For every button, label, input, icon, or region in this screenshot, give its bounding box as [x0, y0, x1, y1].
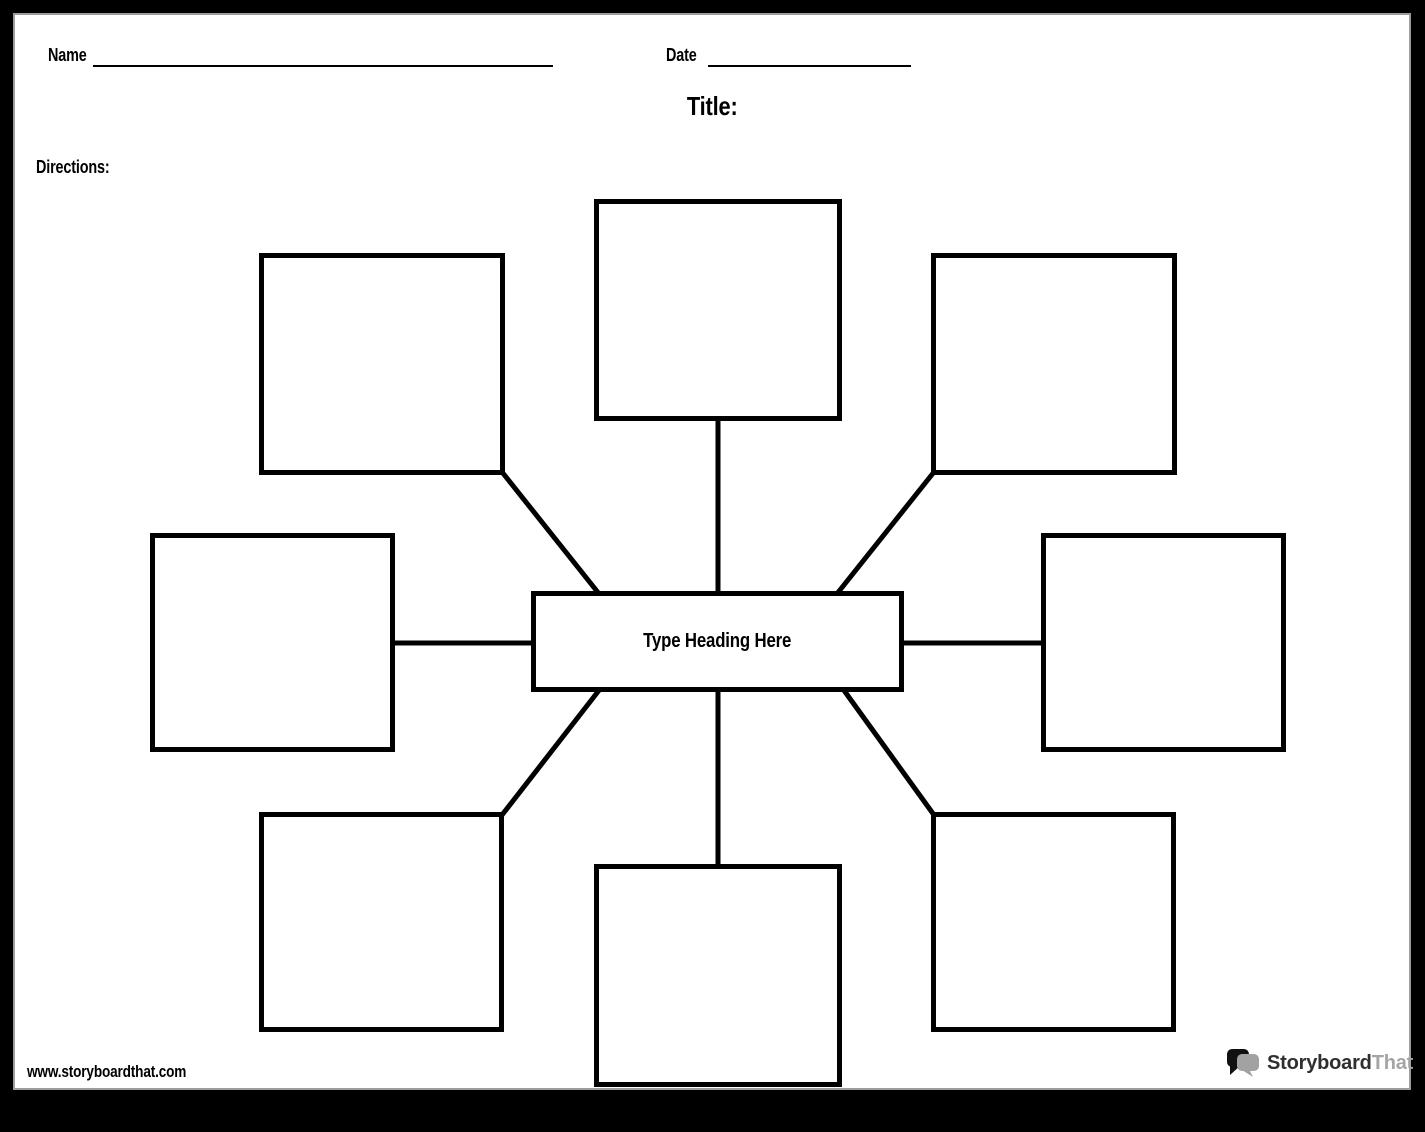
connector-line-top-left [500, 470, 602, 597]
storyboardthat-logo[interactable]: StoryboardThat [1226, 1047, 1413, 1079]
node-box-bottom-right[interactable] [931, 812, 1176, 1032]
node-box-bottom-left[interactable] [259, 812, 504, 1032]
connector-line-bottom-right [840, 687, 937, 817]
logo-text-primary: Storyboard [1267, 1051, 1372, 1074]
node-box-mid-left[interactable] [150, 533, 395, 752]
node-box-top-center[interactable] [594, 199, 842, 421]
logo-text-secondary: That [1371, 1051, 1414, 1074]
name-write-line [93, 65, 553, 67]
node-box-top-right[interactable] [931, 253, 1177, 475]
connector-line-top-right [834, 470, 936, 597]
website-url: www.storyboardthat.com [27, 1062, 187, 1081]
center-heading-box[interactable]: Type Heading Here [531, 591, 904, 692]
logo-text: StoryboardThat [1267, 1052, 1413, 1075]
date-write-line [708, 65, 911, 67]
node-box-bottom-center[interactable] [594, 864, 842, 1087]
name-label: Name [48, 45, 87, 65]
connector-line-bottom-left [500, 687, 602, 817]
node-box-top-left[interactable] [259, 253, 505, 475]
title-label: Title: [686, 91, 738, 121]
speech-bubbles-icon [1227, 1049, 1259, 1077]
center-heading-placeholder: Type Heading Here [643, 630, 792, 652]
node-box-mid-right[interactable] [1041, 533, 1286, 752]
date-label: Date [666, 45, 697, 65]
directions-label: Directions: [36, 157, 110, 177]
